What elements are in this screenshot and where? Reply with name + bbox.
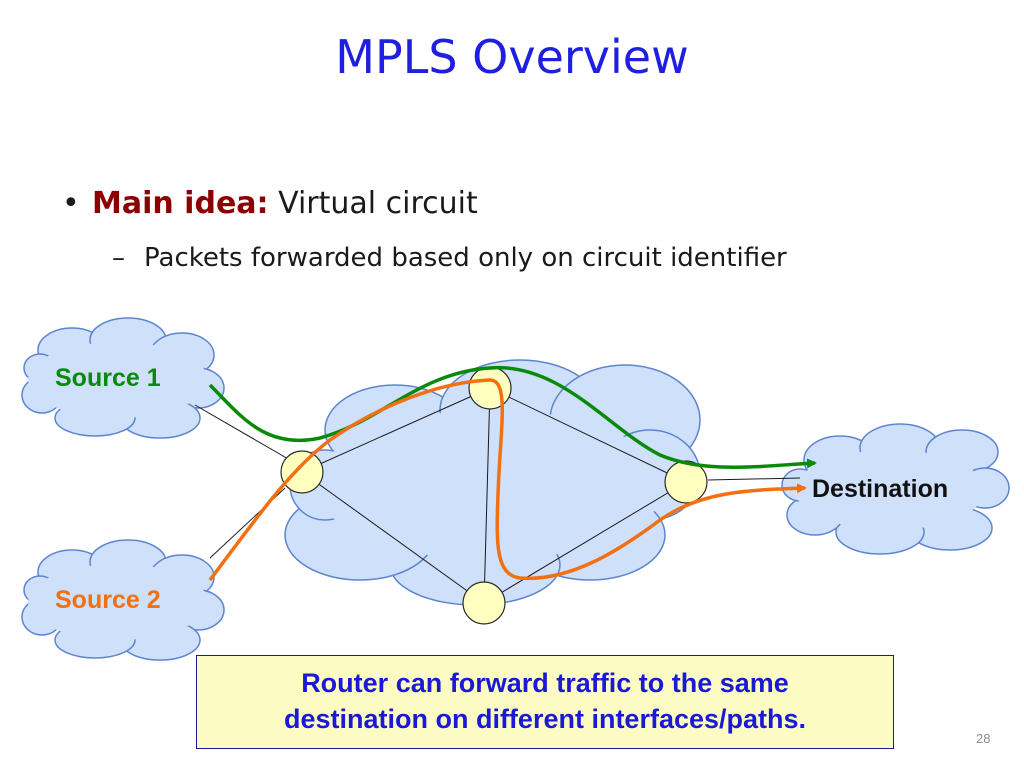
note-line-2: destination on different interfaces/path… (283, 704, 807, 734)
sub-bullet-text: Packets forwarded based only on circuit … (144, 243, 787, 273)
bullet-dot-icon: • (62, 186, 80, 221)
source1-path (208, 366, 817, 469)
destination-cloud (781, 423, 1010, 555)
network-links (194, 387, 801, 604)
destination-label: Destination (812, 475, 948, 503)
router-left (280, 450, 324, 494)
sub-bullet: –Packets forwarded based only on circuit… (112, 243, 787, 273)
source1-label: Source 1 (55, 364, 161, 392)
note-line-1: Router can forward traffic to the same (301, 668, 789, 698)
source2-cloud (21, 539, 225, 661)
bullet-text: Virtual circuit (278, 186, 478, 221)
main-bullet: • Main idea: Virtual circuit (62, 186, 478, 221)
page-number: 28 (976, 731, 991, 746)
router-bottom (462, 581, 506, 625)
bullet-lead: Main idea: (92, 186, 269, 221)
dash-icon: – (112, 243, 125, 273)
router-top (468, 366, 512, 410)
callout-note: Router can forward traffic to the same d… (196, 655, 894, 749)
slide-title: MPLS Overview (335, 30, 689, 84)
source2-path (208, 378, 807, 582)
router-right (664, 460, 708, 504)
source1-cloud (21, 317, 225, 439)
source2-label: Source 2 (55, 586, 161, 614)
